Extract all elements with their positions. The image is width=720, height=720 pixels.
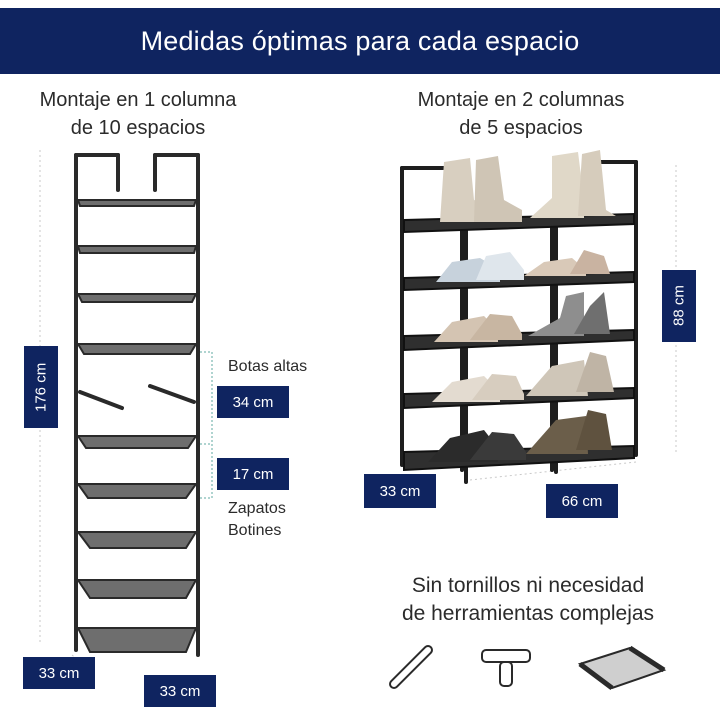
short-shoes-label: Zapatos Botines	[228, 498, 286, 542]
left-height-badge: 176 cm	[24, 346, 58, 428]
short-height-value: 17 cm	[232, 465, 274, 483]
boot-3	[530, 152, 584, 218]
right-height-badge: 88 cm	[662, 270, 696, 342]
tall-height-badge: 34 cm	[217, 386, 289, 418]
heel-1	[528, 292, 584, 336]
shelf-panel-icon	[577, 645, 667, 690]
short-label-line1: Zapatos	[228, 500, 286, 517]
shelf-4	[76, 343, 198, 355]
tall-boots-label: Botas altas	[228, 358, 308, 375]
shelf-8	[76, 579, 198, 599]
single-column-shelves	[76, 199, 198, 653]
right-caption: Montaje en 2 columnas de 5 espacios	[390, 86, 652, 142]
shoe-5c	[526, 416, 588, 454]
left-caption: Montaje en 1 columna de 10 espacios	[10, 86, 266, 142]
heel-2	[574, 292, 610, 334]
boot-4	[578, 150, 616, 216]
shelf-6	[76, 483, 198, 499]
left-caption-line1: Montaje en 1 columna	[39, 89, 237, 111]
tools-line2: de herramientas complejas	[401, 602, 655, 625]
shoe-5b	[470, 432, 526, 460]
shoe-3b	[470, 314, 522, 340]
shelf-3	[76, 293, 198, 303]
shelf-2	[76, 245, 198, 254]
header-banner: Medidas óptimas para cada espacio	[0, 8, 720, 74]
shoe-4d	[576, 352, 614, 392]
boot-2	[474, 156, 522, 222]
shelf-5	[76, 435, 198, 449]
shoe-4c	[526, 360, 588, 396]
right-depth-badge: 33 cm	[364, 474, 436, 508]
shelf-1	[76, 199, 198, 207]
shoe-4b	[472, 374, 524, 400]
right-caption-line1: Montaje en 2 columnas	[417, 89, 625, 111]
right-height-value: 88 cm	[670, 285, 688, 327]
shelf-9	[76, 627, 198, 653]
right-depth-value: 33 cm	[379, 482, 421, 500]
shoes	[428, 150, 616, 462]
shoe-5d	[576, 410, 612, 450]
tools-caption: Sin tornillos ni necesidad de herramient…	[378, 572, 678, 628]
left-height-value: 176 cm	[32, 362, 50, 412]
left-depth-value: 33 cm	[38, 664, 80, 682]
left-width-badge: 33 cm	[144, 675, 216, 707]
right-width-value: 66 cm	[561, 492, 603, 510]
rod-icon	[389, 645, 433, 689]
tools-line1: Sin tornillos ni necesidad	[411, 574, 645, 597]
loafer-1	[524, 258, 586, 276]
banner-title: Medidas óptimas para cada espacio	[140, 25, 580, 56]
right-caption-line2: de 5 espacios	[459, 117, 583, 139]
short-height-badge: 17 cm	[217, 458, 289, 490]
right-width-badge: 66 cm	[546, 484, 618, 518]
left-caption-line2: de 10 espacios	[70, 117, 206, 139]
sneaker-2	[476, 252, 524, 280]
loafer-2	[570, 250, 610, 274]
connector-icon	[481, 649, 531, 687]
shelf-7	[76, 531, 198, 549]
short-label-line2: Botines	[228, 522, 282, 539]
left-width-value: 33 cm	[159, 682, 201, 700]
tall-height-value: 34 cm	[232, 393, 274, 411]
single-column-rack	[74, 153, 200, 657]
left-depth-badge: 33 cm	[23, 657, 95, 689]
